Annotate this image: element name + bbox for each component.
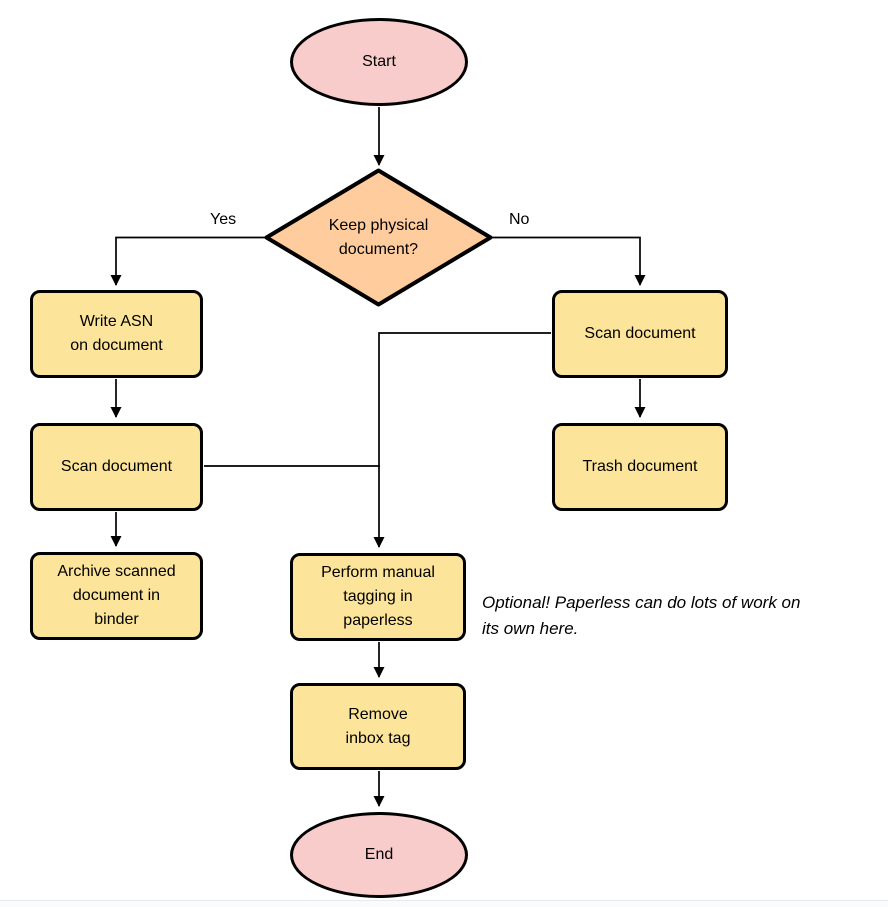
edge-decision-yes-to-write-asn — [110, 236, 266, 286]
edge-label-no: No — [506, 211, 533, 229]
edge-scan-right-to-tagging — [373, 332, 551, 548]
node-trash-document: Trash document — [552, 423, 728, 511]
node-remove-inbox-tag-label: Remove inbox tag — [345, 705, 411, 747]
node-end-label: End — [364, 846, 394, 863]
node-manual-tagging: Perform manual tagging in paperless — [290, 553, 466, 641]
node-end: End — [290, 812, 468, 898]
annotation-optional-note: Optional! Paperless can do lots of work … — [482, 593, 801, 639]
node-archive-binder-label: Archive scanned document in binder — [57, 563, 176, 628]
node-decision: Keep physical document? — [263, 167, 494, 308]
decision-diamond-shape — [264, 168, 493, 307]
node-start: Start — [290, 18, 468, 106]
node-scan-document-right: Scan document — [552, 290, 728, 378]
node-write-asn: Write ASN on document — [30, 290, 203, 378]
node-start-label: Start — [362, 53, 396, 70]
node-trash-document-label: Trash document — [582, 458, 698, 475]
edge-decision-no-to-scan-right — [491, 236, 646, 286]
bottom-edge-strip — [0, 900, 888, 907]
node-remove-inbox-tag: Remove inbox tag — [290, 683, 466, 770]
node-scan-document-left-label: Scan document — [60, 458, 173, 475]
node-write-asn-label: Write ASN on document — [70, 313, 163, 354]
node-decision-label: Keep physical document? — [328, 217, 429, 258]
node-scan-document-left: Scan document — [30, 423, 203, 511]
node-manual-tagging-label: Perform manual tagging in paperless — [321, 564, 435, 629]
node-archive-binder: Archive scanned document in binder — [30, 552, 203, 640]
edge-label-yes: Yes — [207, 211, 240, 229]
node-scan-document-right-label: Scan document — [584, 325, 696, 342]
